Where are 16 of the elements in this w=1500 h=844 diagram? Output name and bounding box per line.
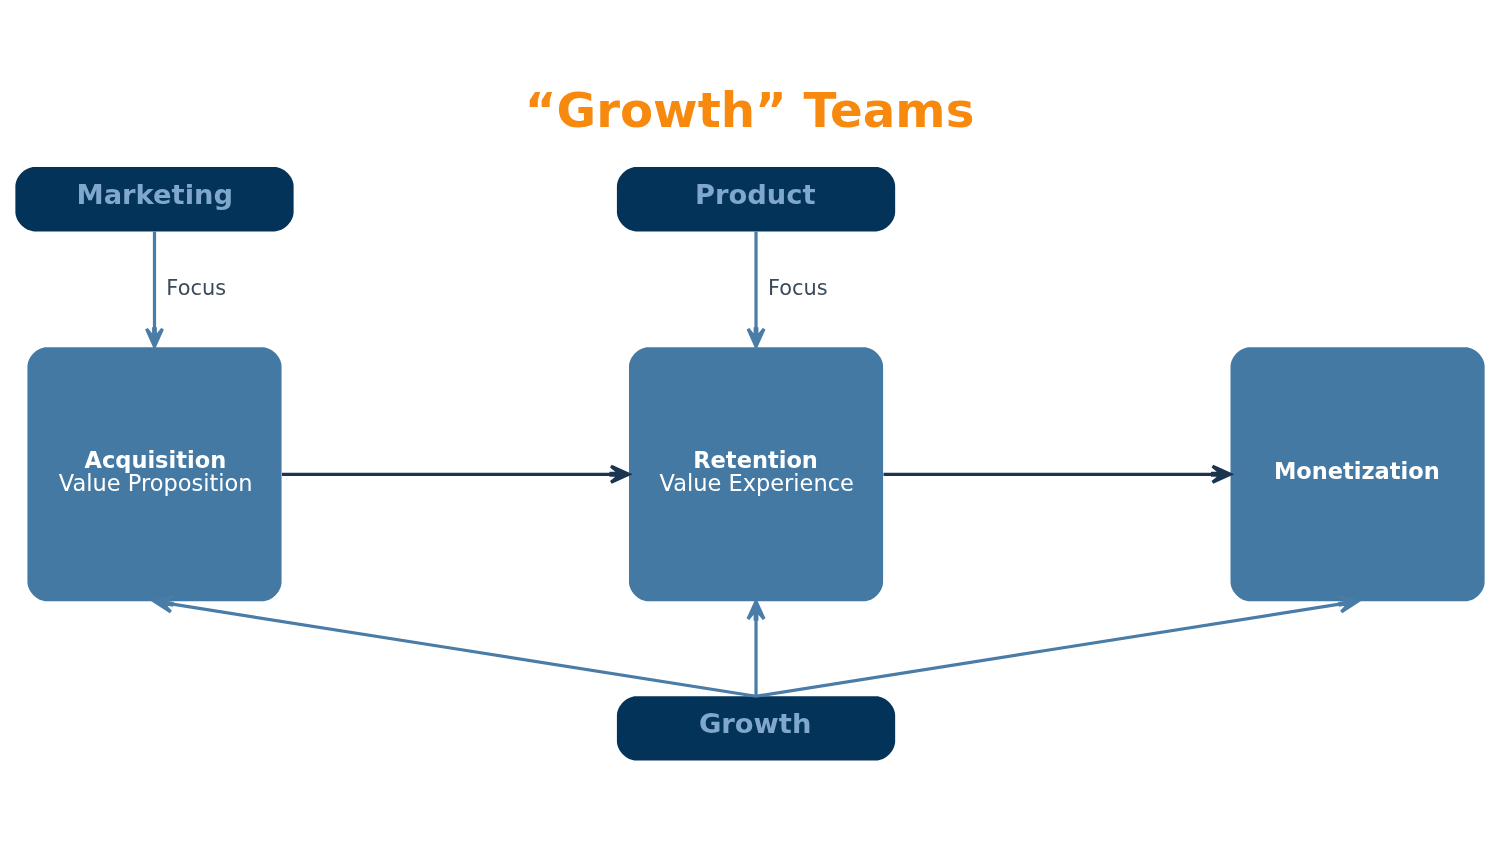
arrow bbox=[883, 464, 1232, 484]
arrow bbox=[152, 594, 757, 698]
node-box: Monetization bbox=[1230, 347, 1485, 602]
arrow bbox=[746, 599, 766, 697]
arrow bbox=[281, 464, 631, 484]
arrow bbox=[755, 594, 1360, 698]
arrow bbox=[144, 231, 165, 349]
node-box: Product bbox=[616, 167, 896, 232]
node-box: Acquisition Value Proposition bbox=[27, 347, 282, 602]
node-box: Marketing bbox=[15, 167, 294, 232]
edge-label: Focus bbox=[166, 275, 227, 300]
edge-label: Focus bbox=[767, 275, 828, 300]
diagram-title: “Growth” Teams bbox=[524, 81, 975, 138]
node-box: Retention Value Experience bbox=[628, 347, 884, 602]
node-box: Growth bbox=[616, 696, 896, 761]
arrow bbox=[746, 231, 766, 349]
